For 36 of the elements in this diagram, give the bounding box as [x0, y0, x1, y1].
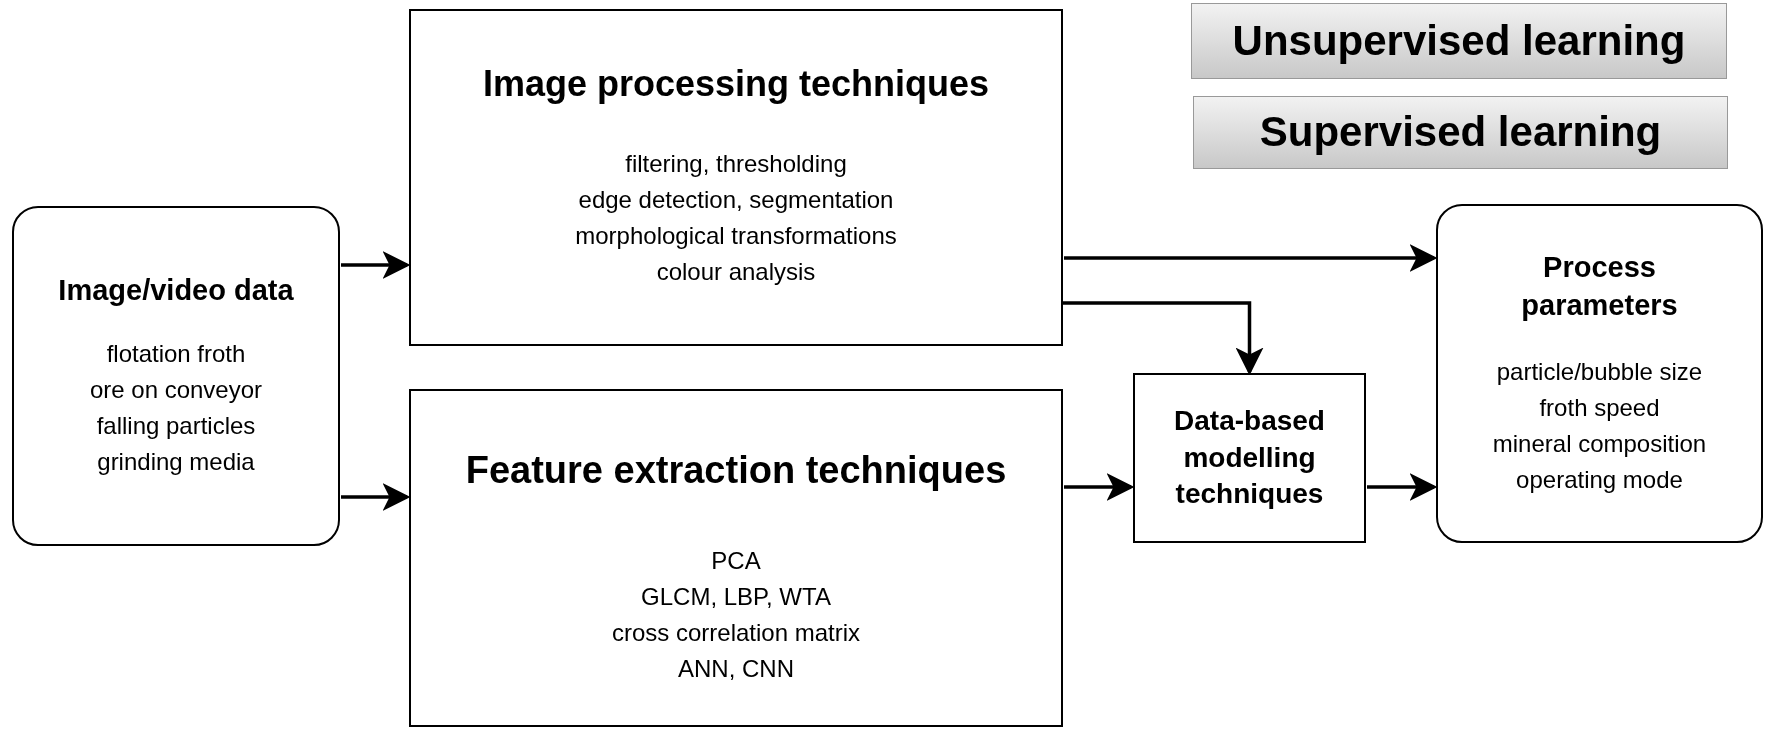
text-panel [12, 206, 340, 546]
process-box [409, 9, 1063, 346]
node-title: Supervised learning [1259, 107, 1662, 158]
list-item: filtering, thresholding [625, 148, 847, 179]
process-box [1133, 373, 1366, 543]
node-title: Feature extraction techniques [465, 448, 1007, 493]
arrow [1064, 244, 1438, 272]
arrow [1063, 301, 1264, 376]
list-item: edge detection, segmentation [578, 184, 894, 215]
list-item: mineral composition [1492, 429, 1707, 460]
list-item: operating mode [1516, 465, 1683, 496]
arrow [1367, 473, 1438, 501]
list-item: GLCM, LBP, WTA [641, 582, 831, 613]
list-item: ANN, CNN [678, 654, 794, 685]
node-title: Data-based modelling techniques [1173, 404, 1326, 512]
node-title: Process parameters [1520, 249, 1679, 323]
node-title: Image/video data [58, 273, 294, 309]
list-item: froth speed [1539, 393, 1660, 424]
category-band [1191, 3, 1727, 79]
list-item: particle/bubble size [1496, 357, 1703, 388]
list-item: morphological transformations [575, 220, 897, 251]
list-item: PCA [711, 546, 761, 577]
list-item: cross correlation matrix [611, 618, 861, 649]
list-item: flotation froth [106, 338, 246, 369]
process-box [1436, 204, 1763, 543]
category-band [1193, 96, 1728, 169]
arrow [341, 251, 411, 279]
process-box [409, 389, 1063, 727]
list-item: ore on conveyor [89, 374, 263, 405]
node-title: Unsupervised learning [1232, 15, 1686, 66]
list-item: colour analysis [656, 256, 816, 287]
node-title: Image processing techniques [482, 62, 990, 106]
list-item: grinding media [97, 446, 255, 477]
list-item: falling particles [96, 410, 256, 441]
arrow [1064, 473, 1135, 501]
arrow [341, 483, 411, 511]
